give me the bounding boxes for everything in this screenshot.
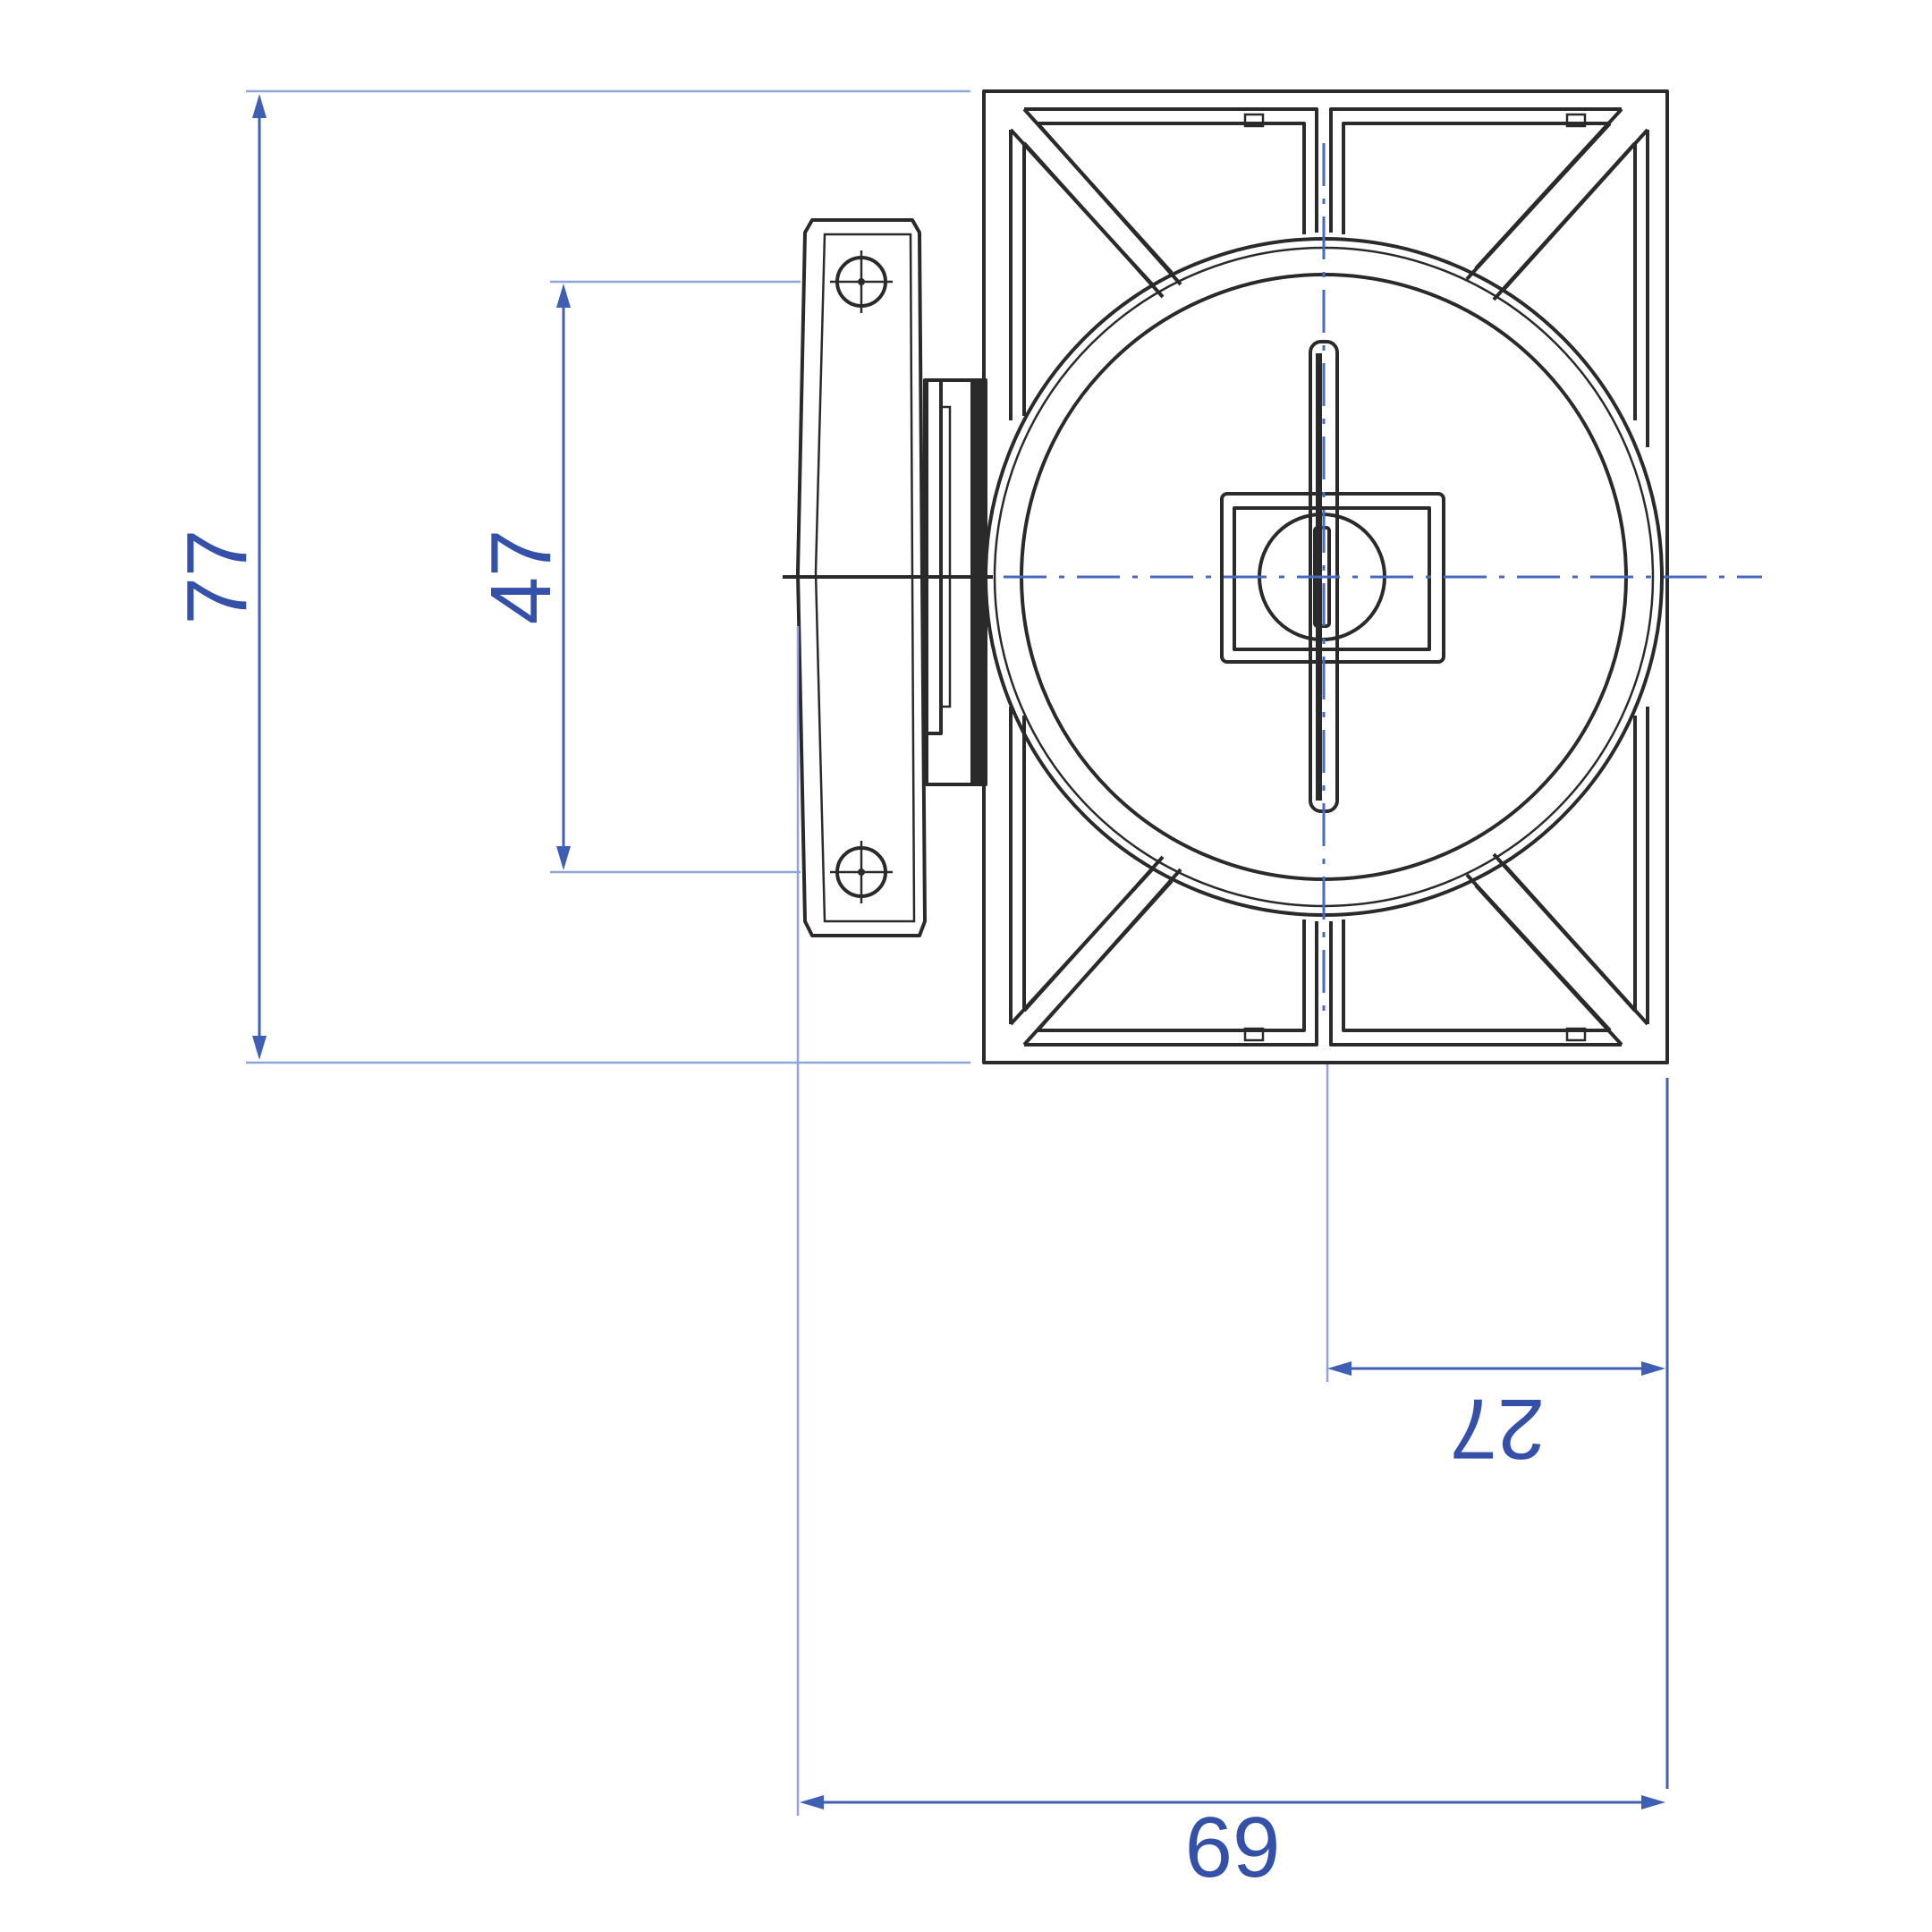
dimension-47: 47 — [473, 280, 801, 874]
dimension-77-label: 77 — [169, 530, 265, 625]
screw-hole-top — [830, 250, 893, 313]
centerlines — [783, 143, 1762, 1020]
mounting-flange — [796, 218, 987, 937]
dimension-27: 27 — [1326, 1064, 1669, 1789]
rib-top-right — [1329, 107, 1649, 447]
rib-top-left — [1009, 107, 1318, 420]
rib-bottom-right — [1329, 707, 1649, 1046]
screw-hole-bottom — [830, 841, 893, 903]
dimension-77: 77 — [169, 89, 970, 1064]
dimension-27-label: 27 — [1450, 1381, 1546, 1477]
rib-bottom-left — [1009, 707, 1318, 1046]
dimension-69: 69 — [796, 626, 1665, 1895]
dimension-47-label: 47 — [473, 530, 569, 625]
dimension-69-label: 69 — [1185, 1800, 1281, 1895]
